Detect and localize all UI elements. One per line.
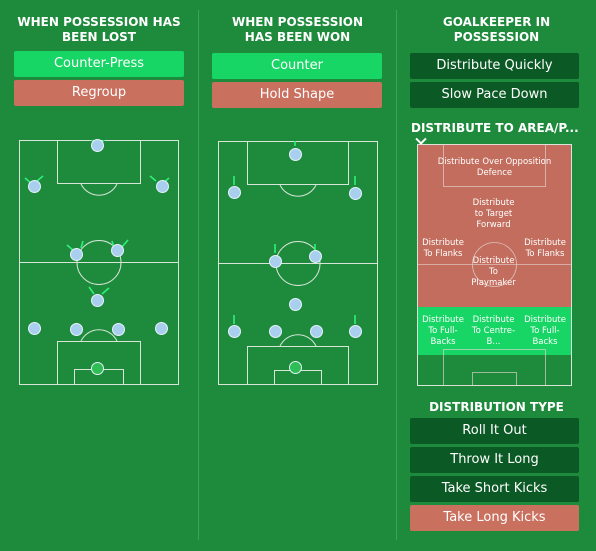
goalkeeper-panel: GOALKEEPER IN POSSESSION Distribute Quic… [397,0,596,551]
possession-lost-panel: WHEN POSSESSION HAS BEEN LOST Counter-Pr… [0,0,198,551]
player-gk [91,362,104,375]
zone-playmaker[interactable]: Distribute To Playmaker [468,237,519,307]
zone-full-backs-right[interactable]: Distribute To Full-Backs [519,307,571,355]
goalkeeper-title: GOALKEEPER IN POSSESSION [442,15,551,44]
regroup-button[interactable]: Regroup [14,80,184,106]
player-aml [28,180,41,193]
possession-won-title: WHEN POSSESSION HAS BEEN WON [231,15,364,44]
counter-button[interactable]: Counter [212,53,382,79]
zone-flanks-left[interactable]: Distribute To Flanks [418,191,468,307]
pitch-lost [19,140,179,385]
zone-target-forward[interactable]: Distribute to Target Forward [468,191,519,237]
player-dl [228,325,241,338]
zone-centre-backs[interactable]: Distribute To Centre-B... [468,307,519,355]
zone-flanks-right[interactable]: Distribute To Flanks [519,191,571,307]
throw-it-long-button[interactable]: Throw It Long [410,447,579,473]
zone-full-backs-left[interactable]: Distribute To Full-Backs [418,307,468,355]
player-gk [289,361,302,374]
player-dcl [70,323,83,336]
distribution-zone-grid: Distribute Over Opposition Defence Distr… [417,144,572,386]
player-dr [349,325,362,338]
roll-it-out-button[interactable]: Roll It Out [410,418,579,444]
player-st [91,139,104,152]
player-amr [156,180,169,193]
player-mcr [111,244,124,257]
player-mcl [269,255,282,268]
player-mcr [309,250,322,263]
player-amr [349,187,362,200]
possession-lost-title: WHEN POSSESSION HAS BEEN LOST [17,15,181,44]
distribute-area-title: DISTRIBUTE TO AREA/P... [411,121,579,135]
distribute-area-dropdown[interactable]: DISTRIBUTE TO AREA/P... [411,121,596,149]
player-st [289,148,302,161]
player-dr [155,322,168,335]
column-divider [198,10,199,540]
player-dcr [310,325,323,338]
player-dcl [269,325,282,338]
counter-press-button[interactable]: Counter-Press [14,51,184,77]
player-aml [228,186,241,199]
distribute-quickly-button[interactable]: Distribute Quickly [410,53,579,79]
slow-pace-down-button[interactable]: Slow Pace Down [410,82,579,108]
possession-won-panel: WHEN POSSESSION HAS BEEN WON Counter Hol… [199,0,396,551]
player-mcl [70,248,83,261]
take-short-kicks-button[interactable]: Take Short Kicks [410,476,579,502]
distribution-type-title: DISTRIBUTION TYPE [429,400,564,414]
zone-over-opposition-defence[interactable]: Distribute Over Opposition Defence [418,145,571,191]
column-divider [396,10,397,540]
hold-shape-button[interactable]: Hold Shape [212,82,382,108]
player-dm [91,294,104,307]
player-dl [28,322,41,335]
take-long-kicks-button[interactable]: Take Long Kicks [410,505,579,531]
player-dcr [112,323,125,336]
pitch-won [218,141,378,385]
player-dm [289,298,302,311]
